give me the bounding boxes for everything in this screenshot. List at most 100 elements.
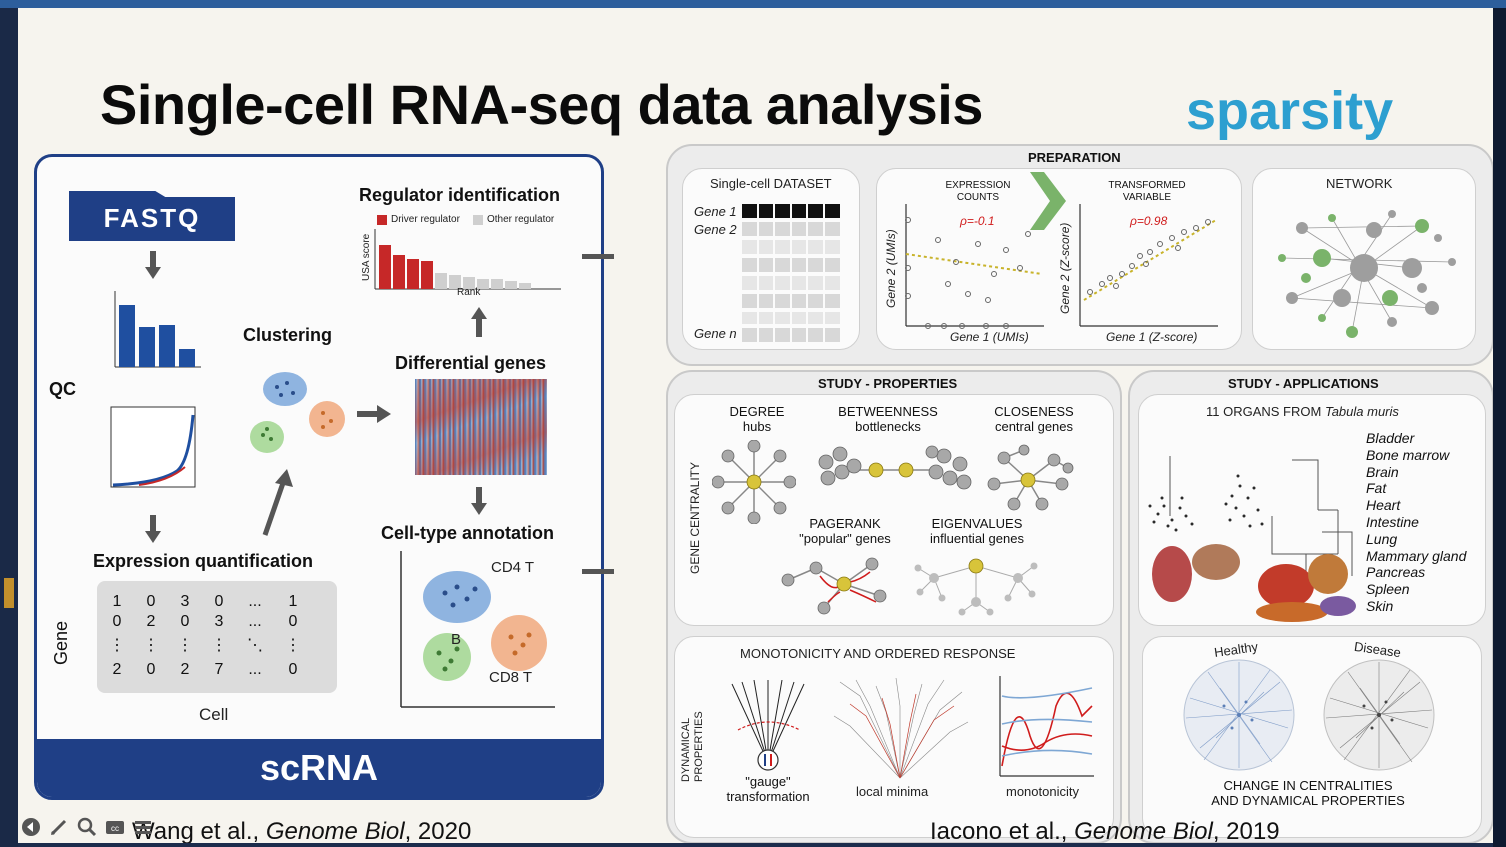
organ-item: Pancreas xyxy=(1366,564,1426,581)
arrow-up-icon xyxy=(471,307,487,337)
zscore-scatter-plot xyxy=(1079,204,1218,327)
cell-type-scatter xyxy=(400,551,555,708)
viewer-toolbar: cc xyxy=(20,812,154,842)
organ-item: Skin xyxy=(1366,597,1394,614)
matrix-cell: ... xyxy=(248,613,262,630)
window-top-band xyxy=(0,0,1506,8)
qc-bar xyxy=(119,305,135,367)
regulator-bar xyxy=(449,275,461,289)
qc-knee-plot xyxy=(110,406,196,488)
usa-score-axis-label: USA score xyxy=(361,233,372,281)
left-citation: Wang et al., Genome Biol, 2020 xyxy=(132,818,472,843)
gene1-label: Gene 1 xyxy=(694,204,737,219)
gauge-caption: "gauge"transformation xyxy=(726,774,810,804)
expression-matrix: 1 0 3 0 ... 1 0 2 0 3 ... 0 ⋮ ⋮ ⋮ ⋮ ⋱ xyxy=(97,581,337,693)
qc-bar xyxy=(179,349,195,367)
fastq-file-icon: FASTQ xyxy=(69,191,235,241)
monotonicity-plot xyxy=(999,676,1094,777)
organ-item: Bone marrow xyxy=(1366,446,1450,463)
regulator-identification-label: Regulator identification xyxy=(359,185,561,205)
rho-transformed-label: ρ=0.98 xyxy=(1130,214,1168,228)
zoom-icon[interactable] xyxy=(76,816,98,838)
organs-dendrogram xyxy=(1148,456,1356,622)
raw-scatter-plot xyxy=(905,204,1044,329)
driver-legend: Driver regulator xyxy=(391,214,460,225)
cell-type-annotation-label: Cell-type annotation xyxy=(381,523,555,543)
captions-icon[interactable]: cc xyxy=(104,816,126,838)
genen-label: Gene n xyxy=(694,326,737,341)
qc-bar xyxy=(139,327,155,367)
matrix-cell: ... xyxy=(248,661,262,678)
arrow-down-icon xyxy=(145,515,161,543)
arrow-right-icon xyxy=(357,405,391,423)
gene2-label: Gene 2 xyxy=(694,222,737,237)
matrix-cell: 0 xyxy=(180,613,190,630)
matrix-cell: ⋮ xyxy=(109,637,125,654)
dataset-matrix xyxy=(742,204,840,344)
scrna-footer: scRNA xyxy=(37,739,601,797)
pagerank-title: PAGERANK"popular" genes xyxy=(799,516,891,546)
cluster-blobs xyxy=(250,372,345,453)
qc-label: QC xyxy=(49,379,76,399)
regulator-bar xyxy=(477,279,489,289)
rank-axis-label: Rank xyxy=(457,287,481,298)
connector-bar xyxy=(582,569,614,574)
network-graph xyxy=(1278,210,1456,338)
cell-axis-label: Cell xyxy=(199,705,229,724)
arrow-up-icon xyxy=(262,469,293,536)
menu-icon[interactable] xyxy=(132,816,154,838)
dataset-title: Single-cell DATASET xyxy=(710,176,832,191)
matrix-cell: 0 xyxy=(146,593,156,610)
gene1-umis-axis: Gene 1 (UMIs) xyxy=(950,330,1029,344)
organ-item: Spleen xyxy=(1366,581,1410,598)
study-properties-header: STUDY - PROPERTIES xyxy=(818,376,958,391)
expression-counts-title: EXPRESSION COUNTS xyxy=(945,180,1011,203)
slide-keyword: sparsity xyxy=(1186,81,1394,141)
connector-bar xyxy=(582,254,614,259)
regulator-bar xyxy=(421,261,433,289)
organ-list: Bladder Bone marrow Brain Fat Heart Inte… xyxy=(1366,430,1466,615)
matrix-cell: ⋮ xyxy=(177,637,193,654)
gene2-zscore-axis: Gene 2 (Z-score) xyxy=(1058,222,1072,314)
closeness-graph-icon xyxy=(987,444,1074,511)
regulator-bar xyxy=(463,277,475,289)
regulator-bar xyxy=(407,259,419,289)
organ-item: Mammary gland xyxy=(1366,547,1467,564)
regulator-bar xyxy=(491,279,503,289)
organ-item: Lung xyxy=(1366,530,1398,547)
matrix-cell: 2 xyxy=(146,613,156,630)
differential-genes-label: Differential genes xyxy=(395,353,547,373)
matrix-cell: 2 xyxy=(112,661,122,678)
pen-icon[interactable] xyxy=(48,816,70,838)
local-minima-plot xyxy=(833,677,969,779)
matrix-cell: ⋮ xyxy=(211,637,227,654)
network-title: NETWORK xyxy=(1326,176,1393,191)
organ-item: Brain xyxy=(1366,463,1399,480)
regulator-bar xyxy=(393,255,405,289)
arrow-down-icon xyxy=(471,487,487,515)
matrix-cell: 1 xyxy=(288,593,298,610)
dynamical-card xyxy=(674,636,1114,838)
gene-axis-label: Gene xyxy=(51,620,71,665)
window-right-edge xyxy=(1493,8,1506,847)
preparation-header: PREPARATION xyxy=(1028,150,1121,165)
monotonicity-caption: monotonicity xyxy=(1006,784,1079,799)
matrix-cell: 0 xyxy=(288,613,298,630)
edge-marker xyxy=(4,578,14,608)
cd8-label: CD8 T xyxy=(489,669,533,686)
disease-network xyxy=(1323,659,1435,771)
healthy-network xyxy=(1183,659,1295,771)
monotonicity-title: MONOTONICITY AND ORDERED RESPONSE xyxy=(740,646,1016,661)
matrix-cell: 0 xyxy=(288,661,298,678)
back-icon[interactable] xyxy=(20,816,42,838)
matrix-cell: 0 xyxy=(112,613,122,630)
matrix-cell: 2 xyxy=(180,661,190,678)
gene-centrality-label: GENE CENTRALITY xyxy=(688,461,702,574)
matrix-cell: 3 xyxy=(214,613,224,630)
slide-title: Single-cell RNA-seq data analysis xyxy=(100,73,983,136)
matrix-cell: ⋮ xyxy=(143,637,159,654)
